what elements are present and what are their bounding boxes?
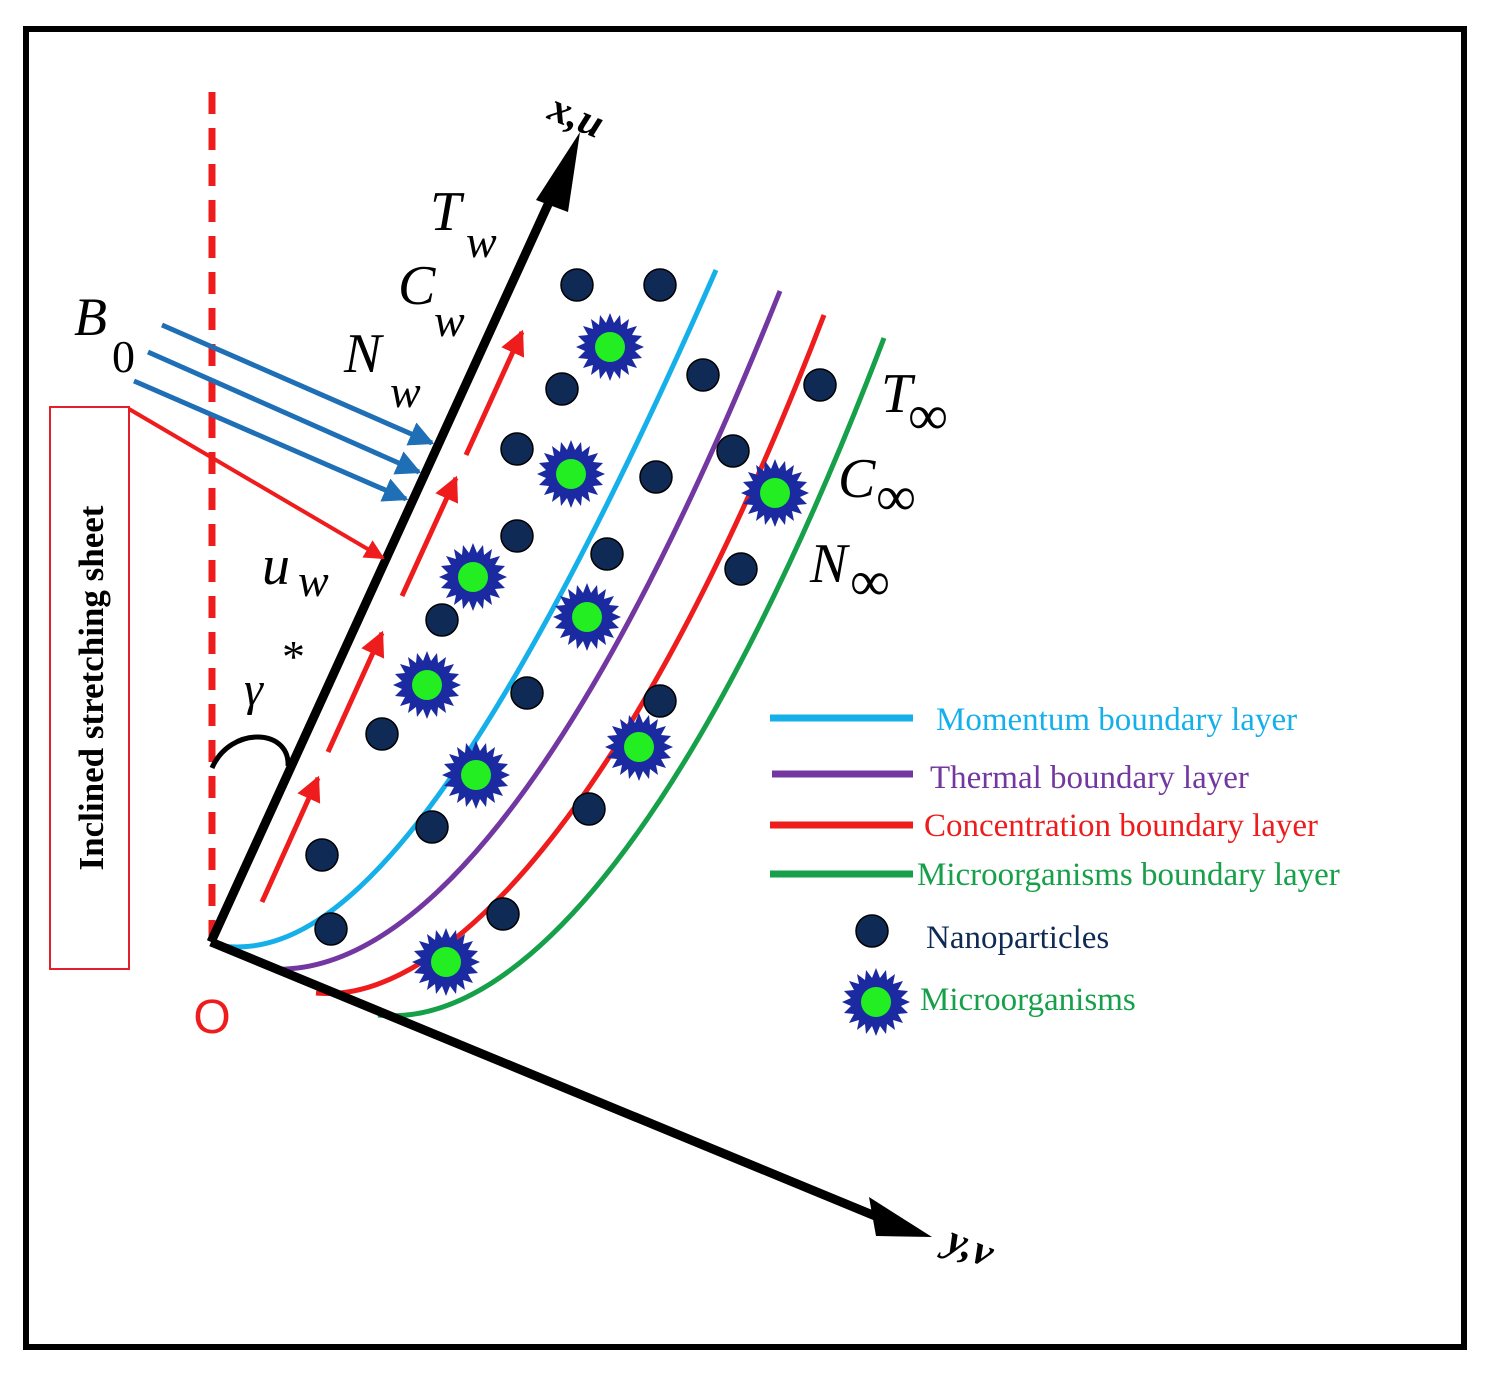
legend: Momentum boundary layer Thermal boundary…	[770, 702, 1340, 1036]
y-axis-label: y,v	[936, 1215, 1002, 1277]
nanoparticle	[590, 537, 624, 571]
nanoparticle	[486, 897, 520, 931]
microorganisms-boundary-layer-curve	[377, 337, 887, 1019]
legend-label-thermal: Thermal boundary layer	[930, 760, 1249, 796]
nanoparticle	[643, 268, 677, 302]
flow-arrow	[463, 329, 525, 457]
nanoparticle	[639, 460, 673, 494]
wall-temperature-subscript: w	[466, 216, 497, 267]
microorganism	[439, 543, 507, 611]
legend-label-nanoparticles: Nanoparticles	[926, 920, 1109, 956]
x-axis-arrowhead	[536, 132, 580, 212]
flow-arrow	[399, 475, 459, 598]
wall-concentration-subscript: w	[434, 295, 465, 346]
nanoparticle	[425, 603, 459, 637]
thermal-boundary-layer-curve	[270, 290, 783, 972]
nanoparticle	[572, 792, 606, 826]
flow-arrow	[325, 630, 385, 754]
nanoparticle	[803, 368, 837, 402]
free-concentration-subscript: ∞	[876, 466, 916, 528]
y-axis-arrowhead	[869, 1197, 932, 1237]
nanoparticle	[686, 358, 720, 392]
sheet-label-box	[49, 406, 130, 970]
nanoparticle	[305, 838, 339, 872]
free-temperature-label: T	[881, 363, 916, 425]
x-axis-label: x,u	[541, 84, 610, 148]
magnetic-field-subscript: 0	[112, 331, 135, 382]
nanoparticle	[545, 372, 579, 406]
x-axis	[206, 185, 561, 944]
legend-label-momentum: Momentum boundary layer	[936, 702, 1297, 738]
wall-temperature-label: T	[430, 181, 465, 243]
angle-superscript: *	[282, 631, 305, 682]
flow-arrow	[259, 775, 321, 904]
microorganism	[393, 651, 461, 719]
microorganism	[537, 440, 605, 508]
legend-label-microorganisms-layer: Microorganisms boundary layer	[917, 857, 1340, 893]
microorganism	[442, 741, 510, 809]
outer-frame	[23, 26, 1467, 1350]
y-axis	[209, 937, 882, 1223]
nanoparticle	[500, 432, 534, 466]
nanoparticle	[724, 552, 758, 586]
free-concentration-label: C	[838, 448, 876, 510]
nanoparticle	[314, 912, 348, 946]
nanoparticles	[305, 268, 837, 946]
legend-label-concentration: Concentration boundary layer	[924, 808, 1318, 844]
wall-concentration-label: C	[398, 255, 436, 317]
angle-label: γ	[244, 663, 264, 716]
magnetic-arrow	[160, 322, 435, 446]
wall-velocity-subscript: w	[298, 555, 329, 606]
nanoparticle	[716, 434, 750, 468]
magnetic-arrow	[133, 378, 409, 502]
wall-microbe-label: N	[343, 323, 384, 385]
legend-swatch-microorganism	[842, 968, 910, 1036]
nanoparticle	[415, 810, 449, 844]
origin-label: O	[193, 991, 230, 1044]
magnetic-field-label: B	[74, 287, 107, 347]
nanoparticle	[500, 519, 534, 553]
free-temperature-subscript: ∞	[908, 385, 948, 447]
microorganism	[605, 713, 673, 781]
magnetic-arrow	[146, 349, 422, 475]
nanoparticle	[365, 717, 399, 751]
nanoparticle	[560, 268, 594, 302]
microorganism	[576, 313, 644, 381]
free-microbe-subscript: ∞	[850, 551, 890, 613]
sheet-pointer-arrow	[127, 407, 385, 560]
sheet-label: Inclined stretching sheet	[72, 505, 111, 870]
microorganism	[741, 459, 809, 527]
nanoparticle	[643, 684, 677, 718]
wall-microbe-subscript: w	[390, 366, 421, 417]
angle-arc	[209, 734, 291, 770]
legend-label-microorganisms: Microorganisms	[920, 982, 1136, 1018]
concentration-boundary-layer-curve	[315, 314, 827, 997]
wall-velocity-label: u	[262, 535, 290, 597]
microorganism	[412, 928, 480, 996]
legend-swatch-nanoparticle	[855, 914, 889, 948]
free-microbe-label: N	[809, 533, 850, 595]
nanoparticle	[510, 676, 544, 710]
